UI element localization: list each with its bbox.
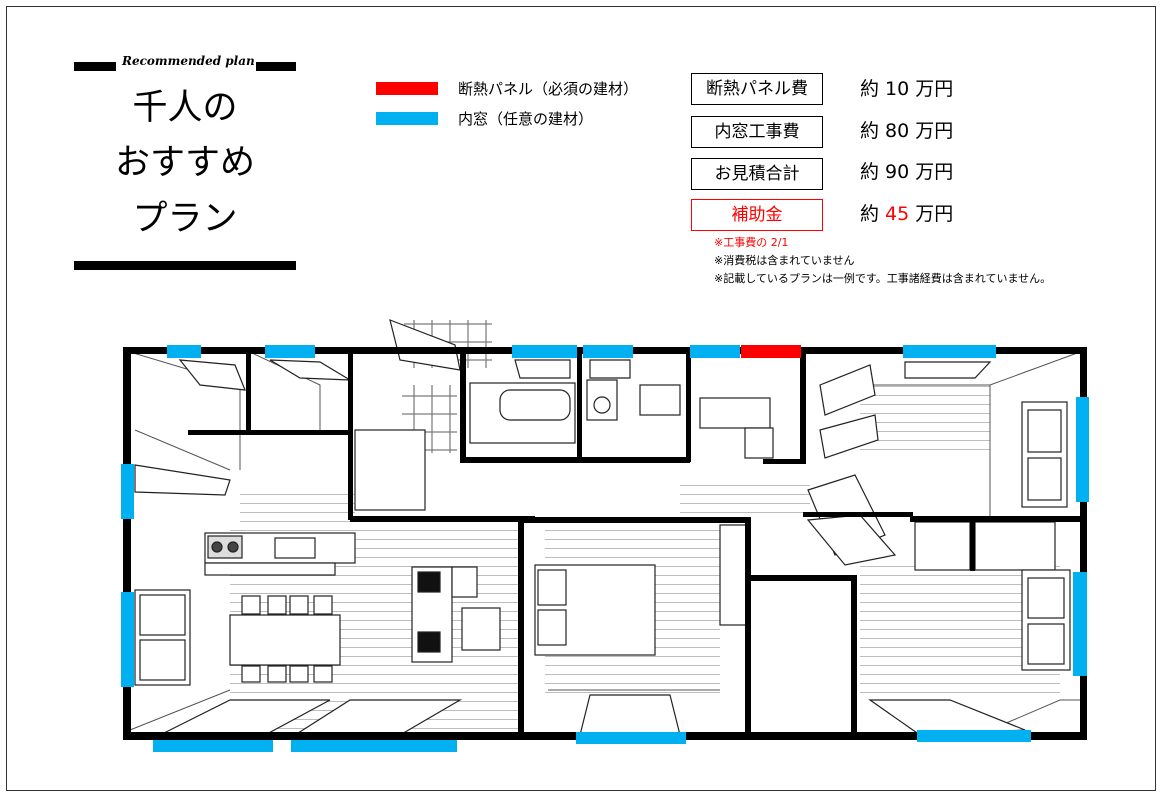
inner-window-top-6 [903,345,996,358]
kitchen-window-sill [134,464,231,496]
cost-value-inner-window: 約 80 万円 [860,120,954,142]
legend-swatch-inner-window [376,112,438,125]
legend-swatch-insulation [376,82,438,95]
inner-window-top-2 [265,345,315,358]
cost-value-subsidy: 約 45 万円 [860,203,954,225]
dining-table [229,614,341,666]
inner-window-bottom-3 [576,732,686,744]
hall-floor [240,490,355,525]
legend-label-inner-window: 内窓（任意の建材） [458,110,594,128]
subsidy-amount: 45 [885,203,910,225]
coffee-table [461,607,501,651]
title-line-1: 千人の [132,88,238,128]
title-top-bar-right [256,62,296,71]
inner-window-top-1 [167,345,201,358]
note-tax: ※消費税は含まれていません [714,254,855,267]
cost-label-total: お見積合計 [691,158,823,190]
inner-window-top-5 [690,345,740,358]
inner-window-top-4 [583,345,633,358]
cost-label-inner-window: 内窓工事費 [691,116,823,148]
inner-window-bottom-4 [917,730,1031,742]
cost-label-subsidy: 補助金 [691,199,823,231]
title-line-3: プラン [132,199,238,239]
title-bottom-bar [74,261,296,270]
cost-value-insulation: 約 10 万円 [860,78,954,100]
inner-window-bottom-1 [153,740,273,752]
cost-label-insulation: 断熱パネル費 [691,73,823,105]
plan-tag: Recommended plan [122,54,255,68]
inner-window-right-2 [1073,572,1087,676]
title-top-bar-left [74,62,116,71]
inner-windows [121,345,1089,752]
insulation-panel-top [741,345,801,358]
note-subsidy-rate: ※工事費の 2/1 [714,236,789,249]
inner-window-top-3 [512,345,577,358]
inner-window-right-1 [1076,397,1089,502]
shoe-cabinet [354,429,426,511]
inner-window-left-1 [121,464,134,519]
note-example: ※記載しているプランは一例です。工事諸経費は含まれていません。 [714,272,1052,285]
title-line-2: おすすめ [114,143,255,183]
page-frame [6,6,1156,791]
wall-left [123,347,131,740]
wall-right [1080,347,1087,740]
inner-window-left-2 [121,592,134,687]
room-right-upper-floor [860,385,990,455]
inner-window-bottom-2 [291,740,457,752]
cost-value-total: 約 90 万円 [860,161,954,183]
toilet-room-fixture [699,397,771,429]
legend-label-insulation: 断熱パネル（必須の建材） [458,80,639,98]
corridor-floor [680,480,810,520]
